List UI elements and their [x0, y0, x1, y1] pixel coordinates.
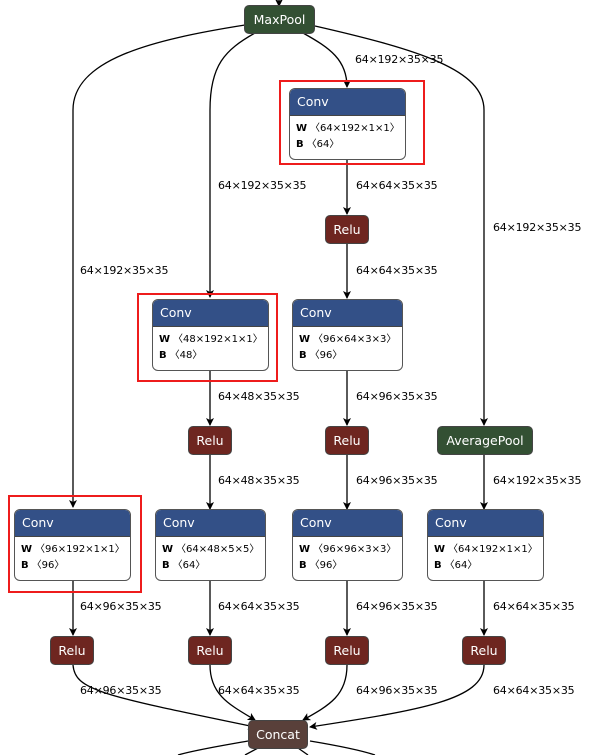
node-concat[interactable]: Concat — [248, 720, 308, 749]
bias-attr: B〈64〉 — [162, 560, 206, 571]
node-label: Relu — [196, 643, 224, 658]
edge-concat-out-2 — [244, 747, 259, 755]
node-relu-b[interactable]: Relu — [188, 426, 232, 455]
node-relu-c[interactable]: Relu — [325, 426, 369, 455]
weight-attr: W〈48×192×1×1〉 — [159, 334, 263, 345]
edge-label: 64×96×35×35 — [356, 684, 438, 697]
node-label: Conv — [428, 510, 543, 537]
node-label: Relu — [196, 433, 224, 448]
edge-label: 64×48×35×35 — [218, 474, 300, 487]
edge-relu-f-concat — [302, 664, 348, 721]
edge-label: 64×48×35×35 — [218, 390, 300, 403]
node-conv-a[interactable]: Conv W〈64×192×1×1〉 B〈64〉 — [289, 88, 406, 160]
bias-attr: B〈96〉 — [21, 560, 65, 571]
node-label: Relu — [333, 433, 361, 448]
edge-label: 64×64×35×35 — [493, 600, 575, 613]
weight-attr: W〈64×48×5×5〉 — [162, 544, 260, 555]
node-label: Relu — [333, 222, 361, 237]
node-label: Conv — [156, 510, 265, 537]
bias-attr: B〈64〉 — [434, 560, 478, 571]
edge-maxpool-conv-a — [302, 32, 351, 88]
edge-concat-out-4 — [309, 740, 376, 755]
node-relu-a[interactable]: Relu — [325, 215, 369, 244]
weight-attr: W〈96×64×3×3〉 — [299, 334, 397, 345]
weight-attr: W〈64×192×1×1〉 — [296, 123, 400, 134]
edge-label: 64×96×35×35 — [80, 600, 162, 613]
edge-concat-out-3 — [297, 747, 309, 755]
node-conv-d[interactable]: Conv W〈96×192×1×1〉 B〈96〉 — [14, 509, 131, 581]
edge-label: 64×192×35×35 — [493, 474, 582, 487]
edge-label: 64×192×35×35 — [493, 221, 582, 234]
edge-maxpool-conv-b — [206, 32, 256, 298]
weight-attr: W〈96×96×3×3〉 — [299, 544, 397, 555]
node-label: Conv — [293, 300, 402, 327]
edge-label: 64×64×35×35 — [356, 264, 438, 277]
edge-concat-out-1 — [177, 740, 249, 755]
edge-maxpool-conv-d — [69, 24, 246, 508]
highlight-conv-d — [8, 495, 142, 593]
edge-label: 64×64×35×35 — [218, 684, 300, 697]
node-label: MaxPool — [253, 12, 306, 27]
edge-label: 64×96×35×35 — [356, 474, 438, 487]
node-relu-g[interactable]: Relu — [462, 636, 506, 665]
edge-relu-g-concat — [309, 664, 485, 730]
highlight-conv-b — [137, 293, 278, 382]
bias-attr: B〈48〉 — [159, 350, 203, 361]
node-averagepool[interactable]: AveragePool — [437, 426, 533, 455]
edge-label: 64×96×35×35 — [356, 390, 438, 403]
edge-label: 64×96×35×35 — [80, 684, 162, 697]
node-label: Conv — [15, 510, 130, 537]
edge-label: 64×96×35×35 — [356, 600, 438, 613]
node-conv-g[interactable]: Conv W〈64×192×1×1〉 B〈64〉 — [427, 509, 544, 581]
edge-relu-d-concat — [72, 664, 256, 730]
node-conv-c[interactable]: Conv W〈96×64×3×3〉 B〈96〉 — [292, 299, 403, 371]
node-label: Concat — [256, 727, 300, 742]
weight-attr: W〈64×192×1×1〉 — [434, 544, 538, 555]
edge-label: 64×64×35×35 — [218, 600, 300, 613]
edge-relu-e-concat — [209, 664, 256, 721]
bias-attr: B〈96〉 — [299, 560, 343, 571]
node-label: AveragePool — [446, 433, 524, 448]
highlight-conv-a — [279, 80, 425, 165]
node-label: Conv — [153, 300, 268, 327]
node-conv-e[interactable]: Conv W〈64×48×5×5〉 B〈64〉 — [155, 509, 266, 581]
bias-attr: B〈64〉 — [296, 139, 340, 150]
node-label: Conv — [293, 510, 402, 537]
edge-label: 64×192×35×35 — [355, 53, 444, 66]
node-relu-e[interactable]: Relu — [188, 636, 232, 665]
edge-label: 64×192×35×35 — [80, 264, 169, 277]
bias-attr: B〈96〉 — [299, 350, 343, 361]
edge-maxpool-avgpool — [314, 25, 488, 426]
node-relu-d[interactable]: Relu — [50, 636, 94, 665]
edge-label: 64×64×35×35 — [493, 684, 575, 697]
node-label: Relu — [58, 643, 86, 658]
node-conv-b[interactable]: Conv W〈48×192×1×1〉 B〈48〉 — [152, 299, 269, 371]
node-maxpool[interactable]: MaxPool — [244, 5, 315, 34]
node-conv-f[interactable]: Conv W〈96×96×3×3〉 B〈96〉 — [292, 509, 403, 581]
node-relu-f[interactable]: Relu — [325, 636, 369, 665]
node-label: Conv — [290, 89, 405, 116]
node-label: Relu — [470, 643, 498, 658]
edge-label: 64×192×35×35 — [218, 179, 307, 192]
edge-label: 64×64×35×35 — [356, 179, 438, 192]
node-label: Relu — [333, 643, 361, 658]
weight-attr: W〈96×192×1×1〉 — [21, 544, 125, 555]
